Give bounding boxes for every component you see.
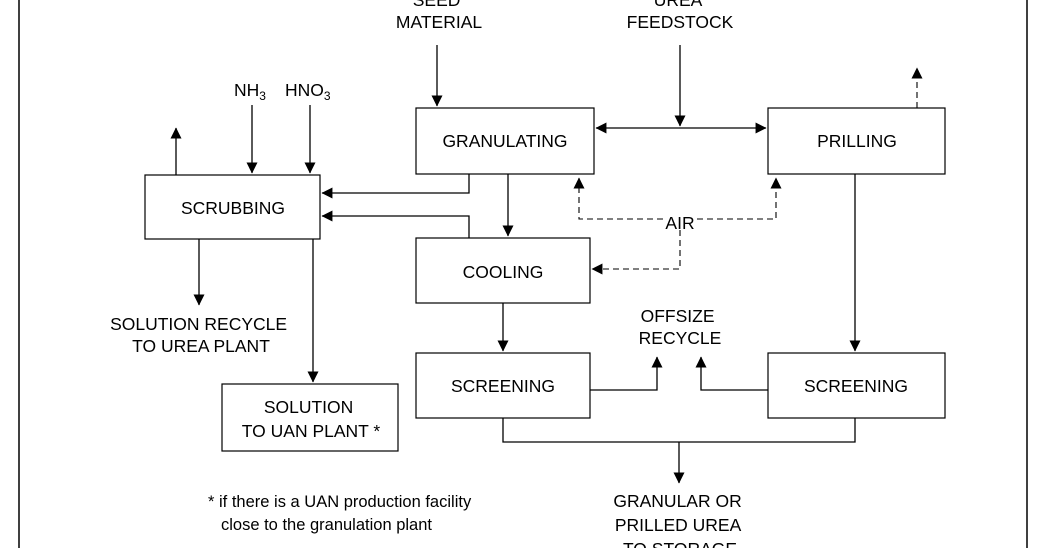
screening-right-label: SCREENING [804,376,908,396]
scrubbing-box [144,174,321,240]
cooling-to-scrubbing-arrow [321,210,470,238]
screening-left-box [415,352,591,419]
prilling-box [767,107,946,175]
scrubbing-label: SCRUBBING [181,198,285,218]
granulating-box [415,107,595,175]
solution-uan-box [221,383,399,452]
solution-recycle-label: SOLUTION RECYCLE TO UREA PLANT [110,314,292,356]
nh3-label: NH3 [234,80,266,103]
screening-right-box [767,352,946,419]
air-label: AIR [665,213,694,233]
solution-uan-label: SOLUTION TO UAN PLANT * [242,397,381,441]
air-to-granulating-dashed-arrow [573,177,663,220]
cooling-box [415,237,591,304]
offsize-recycle-label: OFFSIZE RECYCLE [639,306,722,348]
granulating-to-scrubbing-arrow [321,174,470,199]
screening-left-label: SCREENING [451,376,555,396]
screening-left-offsize-arrow [590,356,663,391]
cooling-label: COOLING [463,262,544,282]
footnote: * if there is a UAN production facility … [208,493,476,534]
product-storage-label: GRANULAR OR PRILLED UREA TO STORAGE [613,491,746,548]
urea-feedstock-label: UREA FEEDSTOCK [627,0,734,32]
granulating-label: GRANULATING [442,131,567,151]
air-to-prilling-dashed-arrow [697,177,782,220]
screening-right-offsize-arrow [695,356,768,391]
prilling-label: PRILLING [817,131,897,151]
air-to-cooling-dashed-arrow [591,230,681,275]
product-collector-line [502,418,856,443]
hno3-label: HNO3 [285,80,331,103]
seed-material-label: SEED MATERIAL [396,0,482,32]
